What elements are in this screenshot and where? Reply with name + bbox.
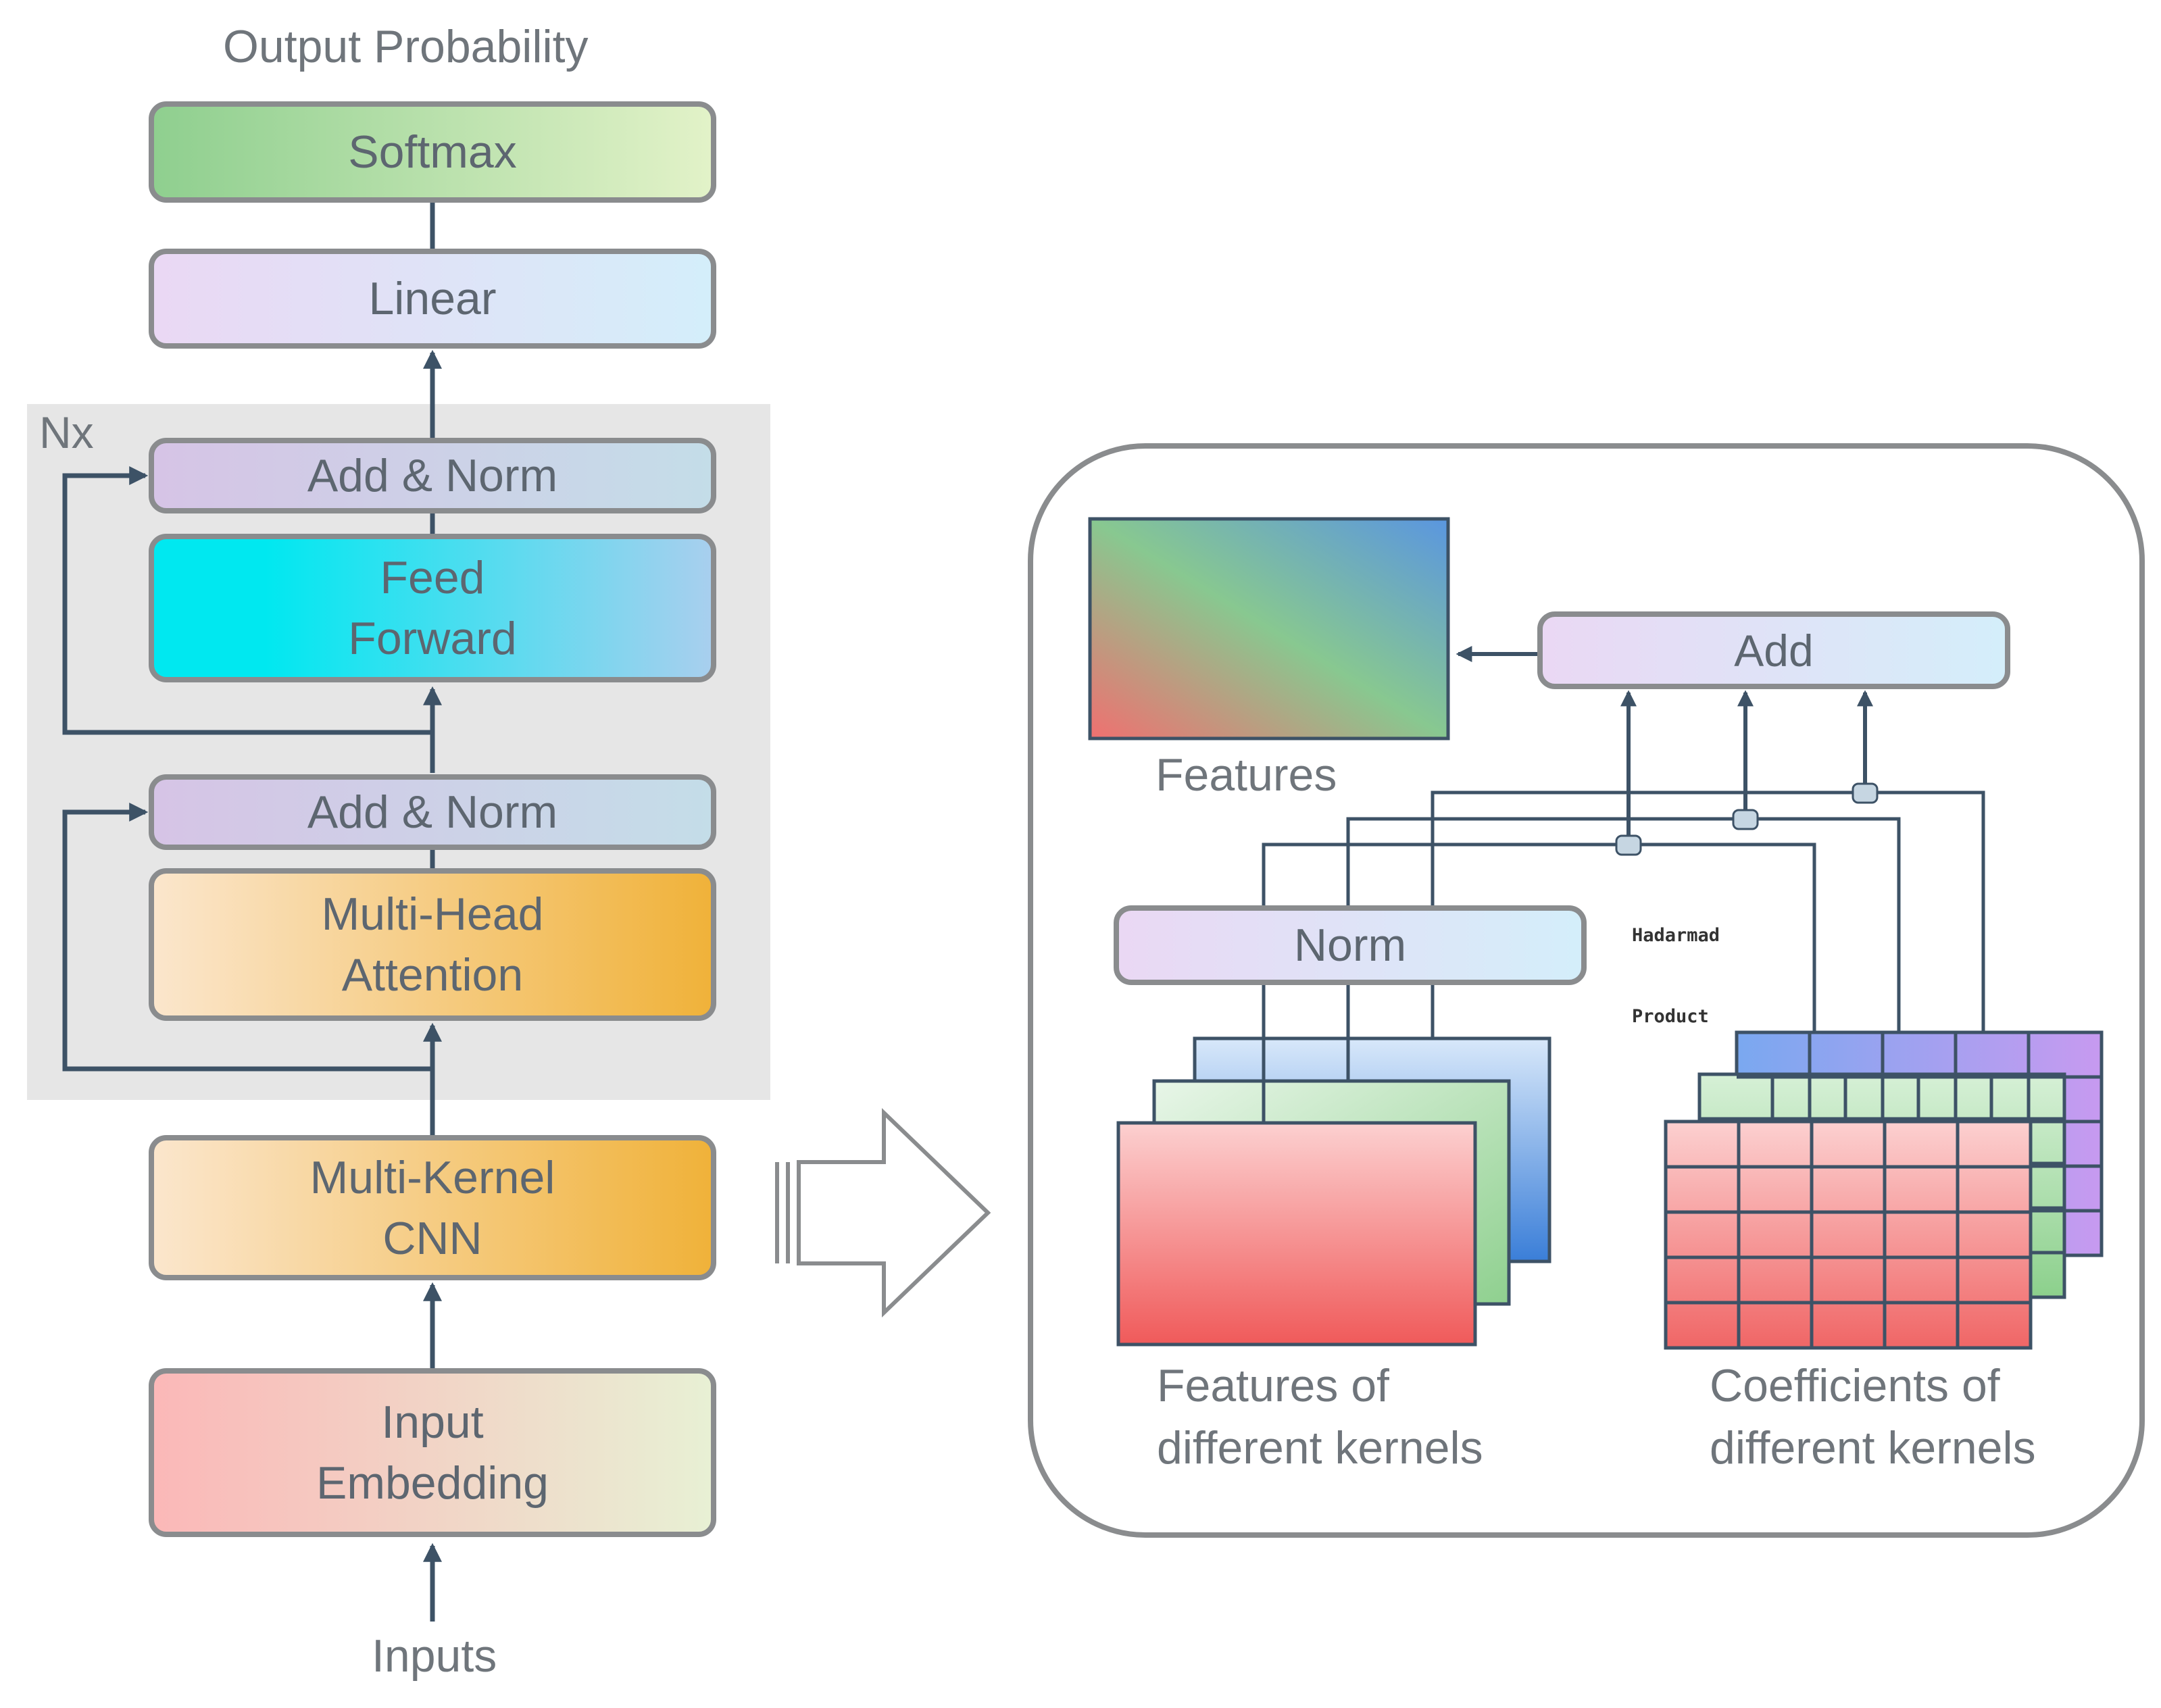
coefficients-kernels-line2: different kernels bbox=[1710, 1422, 2036, 1474]
multi-kernel-cnn-label-line1: Multi-Kernel bbox=[309, 1151, 555, 1203]
linear-block: Linear bbox=[149, 249, 716, 349]
feed-forward-label-line1: Feed bbox=[380, 552, 485, 603]
feed-forward-block: Feed Forward bbox=[149, 534, 716, 682]
encoder-connectors bbox=[62, 201, 442, 1622]
multi-head-attention-label-line2: Attention bbox=[341, 949, 524, 1001]
linear-label: Linear bbox=[368, 273, 497, 324]
nx-label: Nx bbox=[39, 407, 94, 457]
input-embedding-label-line1: Input bbox=[381, 1397, 484, 1448]
features-map bbox=[1088, 517, 1450, 740]
hadamard-label-line2: Product bbox=[1632, 1006, 1709, 1027]
input-embedding-block: Input Embedding bbox=[149, 1368, 716, 1537]
coefficient-gridlines-front bbox=[1666, 1122, 2031, 1348]
coefficients-kernels-line1: Coefficients of bbox=[1710, 1360, 2000, 1411]
multi-kernel-cnn-label-line2: CNN bbox=[382, 1212, 482, 1264]
add-norm-bottom-block: Add & Norm bbox=[149, 774, 716, 850]
hadamard-product-nodes bbox=[1615, 782, 1879, 856]
add-block: Add bbox=[1537, 611, 2010, 689]
features-label: Features bbox=[1156, 749, 1337, 801]
add-norm-top-block: Add & Norm bbox=[149, 438, 716, 513]
hadamard-product-label: Hadarmad Product bbox=[1632, 868, 1720, 1057]
multi-head-attention-block: Multi-Head Attention bbox=[149, 868, 716, 1021]
feature-kernel-stack bbox=[1116, 1036, 1551, 1347]
coefficient-grid-front bbox=[1664, 1120, 2033, 1350]
output-probability-label: Output Probability bbox=[223, 21, 589, 72]
softmax-block: Softmax bbox=[149, 101, 716, 203]
multi-head-attention-label-line1: Multi-Head bbox=[321, 888, 544, 940]
add-label: Add bbox=[1734, 625, 1814, 676]
norm-label: Norm bbox=[1293, 920, 1407, 971]
input-embedding-label-line2: Embedding bbox=[316, 1457, 549, 1509]
hadamard-label-line1: Hadarmad bbox=[1632, 925, 1720, 946]
add-norm-bottom-label: Add & Norm bbox=[307, 786, 558, 838]
feed-forward-label-line2: Forward bbox=[348, 613, 517, 664]
detail-wiring bbox=[1262, 646, 1985, 1122]
features-kernels-line1: Features of bbox=[1157, 1360, 1389, 1411]
inputs-label: Inputs bbox=[372, 1630, 497, 1682]
features-kernels-line2: different kernels bbox=[1157, 1422, 1483, 1474]
coefficients-of-kernels-label: Coefficients of different kernels bbox=[1710, 1355, 2036, 1479]
features-of-kernels-label: Features of different kernels bbox=[1157, 1355, 1483, 1479]
add-norm-top-label: Add & Norm bbox=[307, 450, 558, 501]
multi-kernel-cnn-block: Multi-Kernel CNN bbox=[149, 1135, 716, 1280]
norm-block: Norm bbox=[1114, 905, 1587, 985]
hollow-arrow-icon bbox=[775, 1107, 991, 1318]
softmax-label: Softmax bbox=[348, 126, 517, 178]
